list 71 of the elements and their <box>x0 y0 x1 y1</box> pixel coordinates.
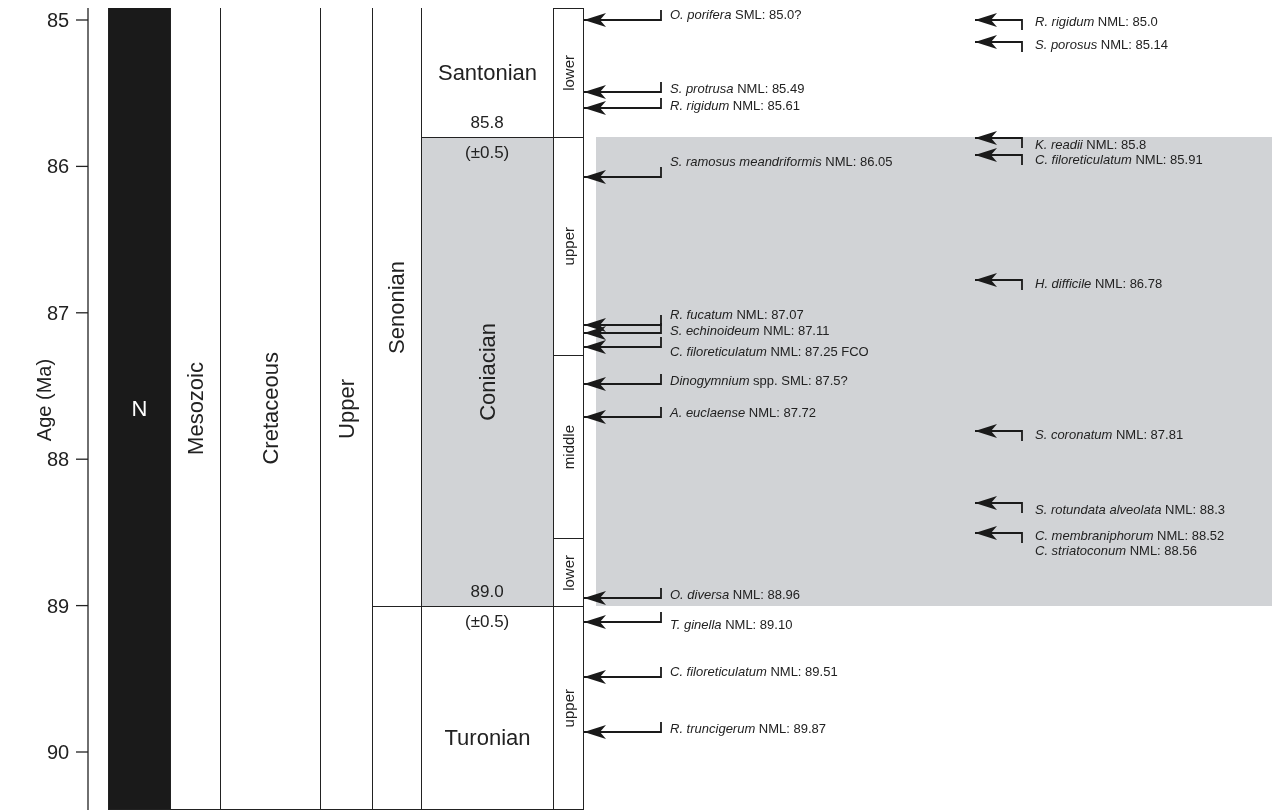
fossil-datum-label: S. protrusa NML: 85.49 <box>670 81 805 96</box>
datum-arrow <box>583 611 662 629</box>
datum-arrow <box>583 336 662 354</box>
datum-arrow <box>974 35 1023 53</box>
fossil-datum-label: A. euclaense NML: 87.72 <box>670 405 816 420</box>
stratigraphic-column-band <box>553 8 584 138</box>
fossil-datum-label: R. fucatum NML: 87.07 <box>670 307 804 322</box>
fossil-datum-label: K. readii NML: 85.8 <box>1035 137 1147 152</box>
fossil-datum-label: S. echinoideum NML: 87.11 <box>670 323 830 338</box>
fossil-datum-label: C. filoreticulatum NML: 87.25 FCO <box>670 344 869 359</box>
datum-arrow <box>974 526 1023 544</box>
fossil-datum-label: R. rigidum NML: 85.61 <box>670 98 801 113</box>
datum-arrow <box>583 373 662 391</box>
datum-arrow <box>974 131 1023 149</box>
fossil-datum-label: O. porifera SML: 85.0? <box>670 7 802 22</box>
boundary-age-label: 89.0 <box>470 582 504 602</box>
datum-arrow <box>583 721 662 739</box>
datum-arrow <box>974 273 1023 291</box>
unit-label: Turonian <box>444 725 531 751</box>
substage-label: upper <box>560 227 577 266</box>
fossil-datum-label: S. ramosus meandriformis NML: 86.05 <box>670 154 893 169</box>
datum-arrow <box>583 406 662 424</box>
datum-arrow <box>583 97 662 115</box>
unit-label: Coniacian <box>474 323 501 421</box>
datum-arrow <box>583 166 662 184</box>
fossil-datum-label: O. diversa NML: 88.96 <box>670 587 801 602</box>
tick-label: 85 <box>47 10 70 30</box>
tick-label: 88 <box>47 449 70 470</box>
boundary-age-label: (±0.5) <box>465 143 510 163</box>
boundary-age-label: (±0.5) <box>465 612 510 632</box>
tick-label: 89 <box>47 595 70 616</box>
boundary-age-label: 85.8 <box>470 113 504 133</box>
stratigraphic-column-band <box>553 606 584 810</box>
unit-label: N <box>131 395 148 422</box>
axis-title: Age (Ma) <box>34 358 55 442</box>
fossil-datum-label: H. difficile NML: 86.78 <box>1035 276 1163 291</box>
fossil-datum-label: R. rigidum NML: 85.0 <box>1035 14 1158 29</box>
datum-arrow <box>583 81 662 99</box>
tick-label: 87 <box>47 302 70 323</box>
datum-arrow <box>583 587 662 605</box>
datum-arrow <box>583 322 662 340</box>
stratigraphic-column-band <box>421 137 554 607</box>
unit-label: Senonian <box>384 260 410 354</box>
fossil-datum-label: R. truncigerum NML: 89.87 <box>670 721 827 736</box>
fossil-datum-label: C. striatoconum NML: 88.56 <box>1035 543 1198 558</box>
fossil-datum-label: S. coronatum NML: 87.81 <box>1035 427 1184 442</box>
unit-label: Cretaceous <box>257 352 284 465</box>
datum-arrow <box>583 9 662 27</box>
fossil-datum-label: T. ginella NML: 89.10 <box>670 617 793 632</box>
fossil-datum-label: S. rotundata alveolata NML: 88.3 <box>1035 502 1226 517</box>
unit-label: Mesozoic <box>182 362 209 455</box>
substage-label: middle <box>560 424 577 470</box>
fossil-datum-label: C. filoreticulatum NML: 85.91 <box>1035 152 1203 167</box>
tick-label: 90 <box>47 742 70 762</box>
substage-label: upper <box>560 688 577 728</box>
unit-label: Santonian <box>437 59 538 86</box>
datum-arrow <box>974 148 1023 166</box>
fossil-datum-label: S. porosus NML: 85.14 <box>1035 37 1168 52</box>
datum-arrow <box>583 666 662 684</box>
datum-arrow <box>583 314 662 332</box>
tick-label: 86 <box>47 156 70 177</box>
unit-label: Upper <box>333 378 360 439</box>
substage-label: lower <box>560 55 577 91</box>
fossil-datum-label: C. filoreticulatum NML: 89.51 <box>670 664 838 679</box>
datum-arrow <box>974 424 1023 442</box>
fossil-datum-label: Dinogymnium spp. SML: 87.5? <box>670 373 848 388</box>
fossil-datum-label: C. membraniphorum NML: 88.52 <box>1035 528 1225 543</box>
datum-arrow <box>974 496 1023 514</box>
stratigraphic-column-band <box>108 8 171 810</box>
datum-arrow <box>974 13 1023 31</box>
substage-label: lower <box>560 554 577 591</box>
